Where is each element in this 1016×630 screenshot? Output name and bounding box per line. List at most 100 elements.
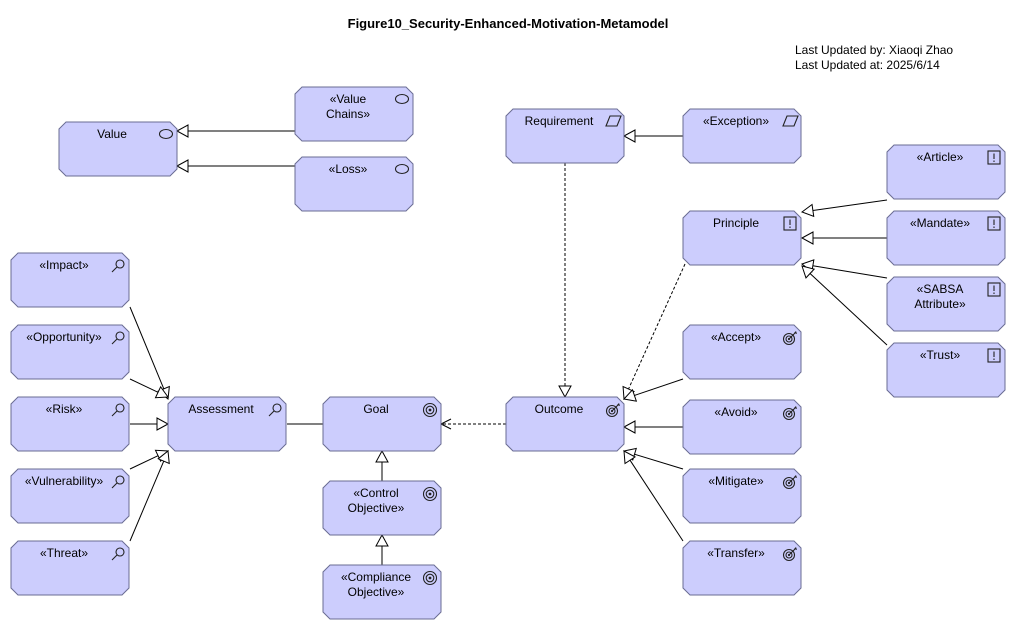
node-box [505,396,625,452]
requirement-icon [605,115,622,127]
node-label: Outcome [535,402,584,416]
node-requirement[interactable]: Requirement [505,108,625,164]
assessment-icon [111,547,125,561]
node-trust[interactable]: «Trust» [886,342,1006,398]
node-label: «Article» [917,150,964,164]
edge-avoid-to-outcome [622,420,683,434]
node-mandate[interactable]: «Mandate» [886,210,1006,266]
node-label: «Accept» [711,330,761,344]
goal-icon [422,486,438,502]
node-label: «Avoid» [714,405,757,419]
node-threat[interactable]: «Threat» [10,540,130,596]
edge-outcome-to-goal [439,418,506,430]
node-box [682,108,802,164]
node-goal[interactable]: Goal [322,396,442,452]
node-label: «Impact» [39,258,89,272]
node-box [294,156,414,212]
node-box [886,276,1006,332]
edge-requirement-to-outcome [558,163,572,399]
edge-transfer-to-outcome [623,450,684,542]
node-box [10,396,130,452]
last-updated-at: Last Updated at: 2025/6/14 [795,58,940,72]
edge-impact-to-assessment [129,306,170,400]
node-label: Attribute» [914,297,966,311]
node-article[interactable]: «Article» [886,144,1006,200]
node-value[interactable]: Value [58,121,178,177]
value-icon [158,128,174,140]
node-box [167,396,287,452]
edge-risk-to-assessment [130,417,170,431]
goal-icon [422,570,438,586]
node-box [886,144,1006,200]
node-opportunity[interactable]: «Opportunity» [10,324,130,380]
node-box [682,540,802,596]
node-box [294,86,414,142]
edge-trust-to-principle [801,265,888,346]
node-label: Value [97,127,127,141]
node-mitigate[interactable]: «Mitigate» [682,468,802,524]
node-principle[interactable]: Principle [682,210,802,266]
principle-icon [783,216,797,231]
principle-icon [987,282,1001,297]
edge-opportunity-to-assessment [129,378,169,399]
node-box [10,540,130,596]
node-label: Principle [713,216,759,230]
node-box [322,480,442,536]
requirement-icon [782,115,799,127]
node-outcome[interactable]: Outcome [505,396,625,452]
diagram-title: Figure10_Security-Enhanced-Motivation-Me… [347,16,669,31]
node-label: «Mandate» [910,216,970,230]
node-label: «Vulnerability» [25,474,104,488]
node-label: «Trust» [920,348,961,362]
node-label: Chains» [326,107,370,121]
edge-loss-to-value [175,159,295,173]
node-risk[interactable]: «Risk» [10,396,130,452]
node-box [682,399,802,455]
node-label: «Opportunity» [26,330,102,344]
node-transfer[interactable]: «Transfer» [682,540,802,596]
edge-compliance-objective-to-control-objective [375,533,389,565]
node-box [58,121,178,177]
node-box [682,324,802,380]
edge-principle-to-outcome [622,263,686,400]
principle-icon [987,150,1001,165]
node-label: Assessment [188,402,254,416]
edge-mandate-to-principle [800,231,887,245]
node-avoid[interactable]: «Avoid» [682,399,802,455]
node-label: «Loss» [329,162,368,176]
assessment-icon [111,259,125,273]
edge-exception-to-requirement [622,129,683,143]
node-box [682,468,802,524]
node-label: «Value [330,92,367,106]
node-box [886,342,1006,398]
node-accept[interactable]: «Accept» [682,324,802,380]
node-vulnerability[interactable]: «Vulnerability» [10,468,130,524]
node-box [886,210,1006,266]
node-exception[interactable]: «Exception» [682,108,802,164]
node-box [682,210,802,266]
node-loss[interactable]: «Loss» [294,156,414,212]
node-assessment[interactable]: Assessment [167,396,287,452]
value-icon [394,93,410,105]
node-label: «Threat» [40,546,88,560]
node-impact[interactable]: «Impact» [10,252,130,308]
outcome-icon [782,406,797,421]
node-label: «Control [353,486,398,500]
assessment-icon [111,331,125,345]
edge-control-objective-to-goal [375,449,389,481]
edge-value-chains-to-value [175,124,295,138]
edge-accept-to-outcome [623,378,684,402]
node-label: «Exception» [703,114,769,128]
node-label: «Risk» [46,402,83,416]
node-label: Goal [363,402,388,416]
assessment-icon [111,475,125,489]
value-icon [394,163,410,175]
outcome-icon [782,475,797,490]
outcome-icon [605,403,620,418]
node-box [10,324,130,380]
